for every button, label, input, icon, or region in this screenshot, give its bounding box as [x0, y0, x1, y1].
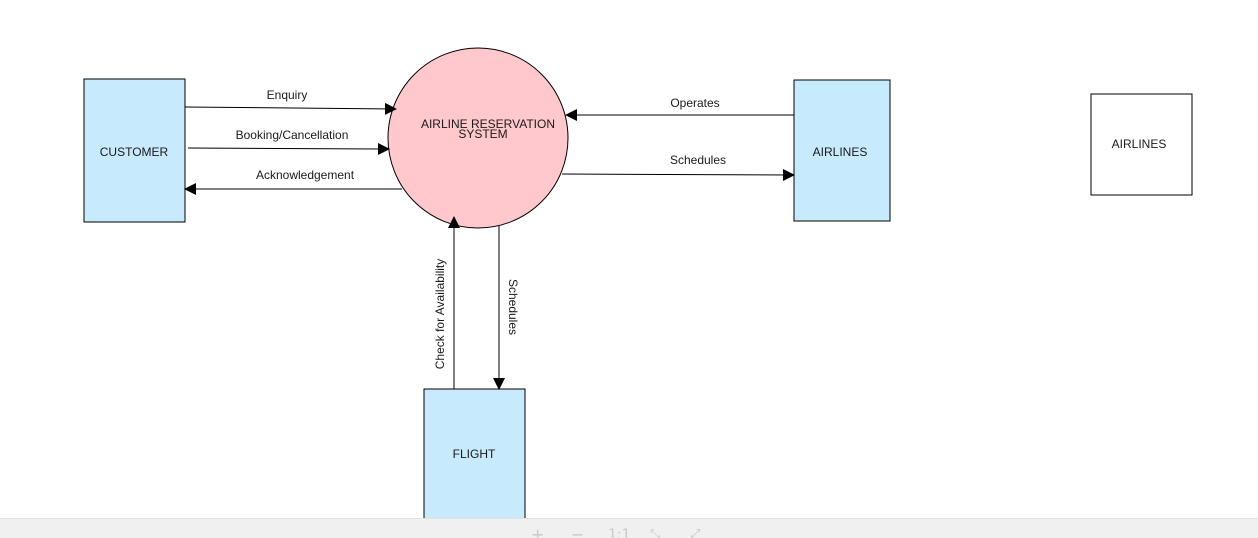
flight-label: FLIGHT: [453, 447, 496, 461]
flight-entity[interactable]: FLIGHT: [423, 388, 526, 522]
operates-flow[interactable]: Operates: [565, 96, 794, 121]
schedules-airlines-label: Schedules: [670, 153, 726, 167]
airlines-entity[interactable]: AIRLINES: [793, 79, 891, 222]
operates-label: Operates: [670, 96, 719, 110]
process-label-line1: AIRLINE RESERVATION: [421, 117, 555, 131]
schedules-to-flight-flow[interactable]: Schedules: [493, 226, 520, 390]
zoom-in-icon[interactable]: +: [531, 525, 545, 538]
airlines-label: AIRLINES: [813, 145, 868, 159]
enquiry-label: Enquiry: [267, 88, 308, 102]
acknowledgement-flow[interactable]: Acknowledgement: [184, 168, 402, 195]
check-availability-flow[interactable]: Check for Availability: [433, 216, 460, 389]
acknowledgement-label: Acknowledgement: [256, 168, 355, 182]
schedules-to-airlines-flow[interactable]: Schedules: [561, 153, 795, 181]
check-availability-label: Check for Availability: [433, 259, 447, 370]
airlines-standalone-label: AIRLINES: [1112, 137, 1167, 151]
zoom-toolbar: + − 1:1 ⤡ ⤢: [0, 518, 1258, 538]
actual-size-button[interactable]: 1:1: [608, 527, 631, 538]
process-label-line2: SYSTEM: [458, 127, 507, 141]
booking-cancellation-label: Booking/Cancellation: [236, 128, 349, 142]
customer-entity[interactable]: CUSTOMER: [83, 78, 186, 223]
airline-reservation-system-process[interactable]: AIRLINE RESERVATION SYSTEM: [387, 47, 569, 229]
fullscreen-icon[interactable]: ⤢: [690, 527, 701, 538]
booking-cancellation-flow[interactable]: Booking/Cancellation: [187, 128, 390, 155]
zoom-out-icon[interactable]: −: [571, 525, 585, 538]
airlines-standalone-box[interactable]: AIRLINES: [1090, 93, 1193, 196]
fit-icon[interactable]: ⤡: [650, 527, 661, 538]
schedules-flight-label: Schedules: [506, 279, 520, 335]
customer-label: CUSTOMER: [100, 145, 169, 159]
enquiry-flow[interactable]: Enquiry: [184, 88, 397, 115]
